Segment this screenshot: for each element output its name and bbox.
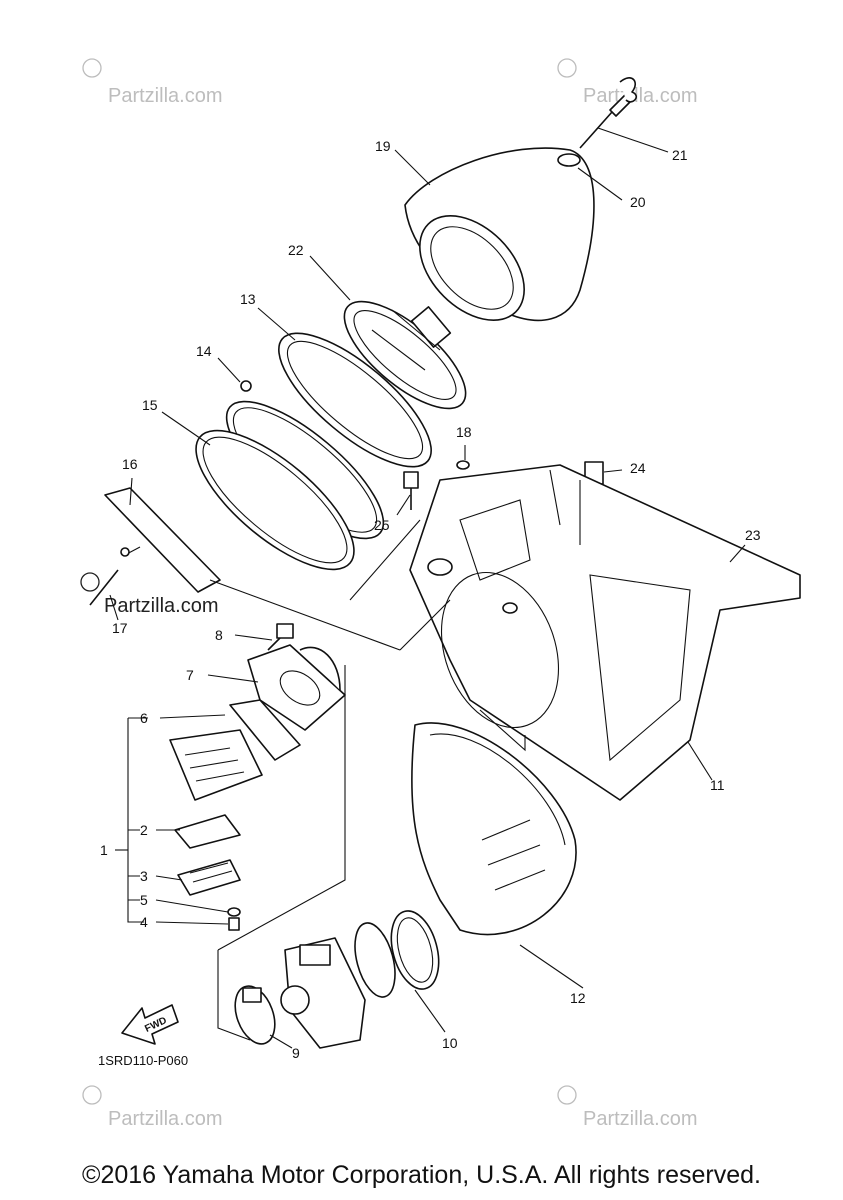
callout-9: 9	[292, 1045, 300, 1061]
part-wing-bolt	[579, 77, 637, 149]
part-bolt-25	[403, 471, 419, 510]
watermark-top-right: Partzilla.com	[557, 58, 697, 107]
svg-text:Partzilla.com: Partzilla.com	[108, 1108, 222, 1130]
group-bracket	[127, 718, 144, 923]
callout-6: 6	[140, 710, 148, 726]
part-carburetor	[280, 937, 366, 1049]
watermark-bottom-right: Partzilla.com	[557, 1085, 697, 1130]
svg-text:Partzilla.com: Partzilla.com	[108, 85, 222, 107]
part-gasket-ring	[195, 429, 355, 571]
callout-25: 25	[374, 517, 390, 533]
part-air-filter-case	[409, 464, 801, 801]
callout-22: 22	[288, 242, 304, 258]
svg-text:Partzilla.com: Partzilla.com	[583, 85, 697, 107]
callout-7: 7	[186, 667, 194, 683]
callout-1: 1	[100, 842, 108, 858]
callout-23: 23	[745, 527, 761, 543]
callout-20: 20	[630, 194, 646, 210]
callout-24: 24	[630, 460, 646, 476]
callout-16: 16	[122, 456, 138, 472]
callout-4: 4	[140, 914, 148, 930]
part-reed-stopper	[177, 859, 241, 896]
part-clamp-9	[234, 985, 276, 1045]
svg-text:Partzilla.com: Partzilla.com	[104, 595, 218, 617]
part-filter-guide	[343, 300, 467, 410]
part-small-washer	[456, 460, 470, 470]
copyright-notice: ©2016 Yamaha Motor Corporation, U.S.A. A…	[82, 1161, 761, 1189]
part-screw-17	[89, 569, 119, 606]
part-intake-joint	[411, 722, 577, 936]
part-washer	[557, 153, 581, 167]
svg-text:Partzilla.com: Partzilla.com	[583, 1108, 697, 1130]
watermark-bottom-left: Partzilla.com	[82, 1085, 222, 1130]
leader-lines	[109, 127, 746, 1049]
part-manifold	[247, 644, 346, 731]
part-washer-5	[227, 907, 241, 917]
callout-labels: 19 21 20 22 13 14 15 18 16 24 25 23 17 8…	[100, 138, 761, 1061]
callout-8: 8	[215, 627, 223, 643]
forward-direction-icon: FWD	[121, 1004, 179, 1045]
callout-13: 13	[240, 291, 256, 307]
part-reed-valve	[169, 699, 301, 801]
part-plate	[104, 487, 221, 593]
callout-3: 3	[140, 868, 148, 884]
callout-17: 17	[112, 620, 128, 636]
watermark-top-left: Partzilla.com	[82, 58, 222, 107]
callout-2: 2	[140, 822, 148, 838]
part-screw-4	[228, 917, 240, 931]
callout-18: 18	[456, 424, 472, 440]
callout-12: 12	[570, 990, 586, 1006]
diagram-code: 1SRD110-P060	[98, 1053, 188, 1068]
callout-15: 15	[142, 397, 158, 413]
part-seal-ring	[278, 332, 432, 468]
watermark-mid: Partzilla.com	[80, 572, 218, 617]
part-bolt-8	[267, 623, 294, 651]
callout-19: 19	[375, 138, 391, 154]
exploded-parts-diagram: Partzilla.com Partzilla.com Partzilla.co…	[80, 58, 801, 1130]
part-joint-10	[354, 910, 440, 998]
callout-11: 11	[710, 777, 725, 793]
callout-5: 5	[140, 892, 148, 908]
callout-14: 14	[196, 343, 212, 359]
part-reed-petal	[174, 814, 241, 849]
callout-21: 21	[672, 147, 688, 163]
part-air-filter	[404, 147, 595, 322]
callout-10: 10	[442, 1035, 458, 1051]
